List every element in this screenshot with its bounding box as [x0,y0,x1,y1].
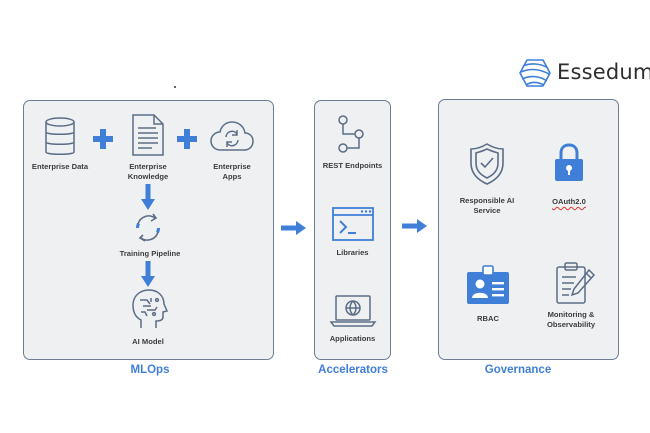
endpoint-flow-icon [338,115,364,153]
accelerators-panel [314,100,391,360]
rest-endpoints-label: REST Endpoints [322,161,383,170]
ai-model-label: AI Model [132,337,164,346]
stray-dot [174,86,176,88]
clipboard-pencil-icon [556,262,596,304]
arrow-right-icon [281,221,306,235]
arrow-down-icon [141,184,155,210]
arrow-right-icon [402,219,427,233]
applications-label: Applications [329,334,376,343]
padlock-icon [555,143,583,181]
enterprise-knowledge-label: Enterprise Knowledge [127,162,169,181]
libraries-label: Libraries [336,248,369,257]
laptop-globe-icon [329,295,377,327]
rbac-label: RBAC [477,314,499,323]
oauth-text: OAuth2.0 [552,197,586,206]
document-icon [132,114,164,156]
mlops-title: MLOps [130,364,170,376]
shield-check-icon [470,143,504,185]
terminal-icon [332,207,374,241]
enterprise-data-label: Enterprise Data [31,162,89,171]
governance-panel [438,99,619,360]
plus-icon [93,129,113,149]
ai-head-icon [132,289,169,328]
essedum-logo-icon [519,59,551,87]
training-pipeline-label: Training Pipeline [119,249,181,258]
monitoring-label: Monitoring & Observability [546,310,596,329]
enterprise-apps-label: Enterprise Apps [213,162,251,181]
plus-icon [177,129,197,149]
cloud-sync-icon [210,121,254,151]
governance-title: Governance [484,364,552,376]
arrow-down-icon [141,261,155,287]
id-badge-icon [467,265,509,304]
accelerators-title: Accelerators [318,364,388,376]
database-icon [45,117,75,155]
responsible-ai-label: Responsible AI Service [459,196,515,215]
cycle-icon [135,213,161,242]
oauth-label: OAuth2.0 [539,197,599,207]
brand-name: Essedum [557,60,650,84]
